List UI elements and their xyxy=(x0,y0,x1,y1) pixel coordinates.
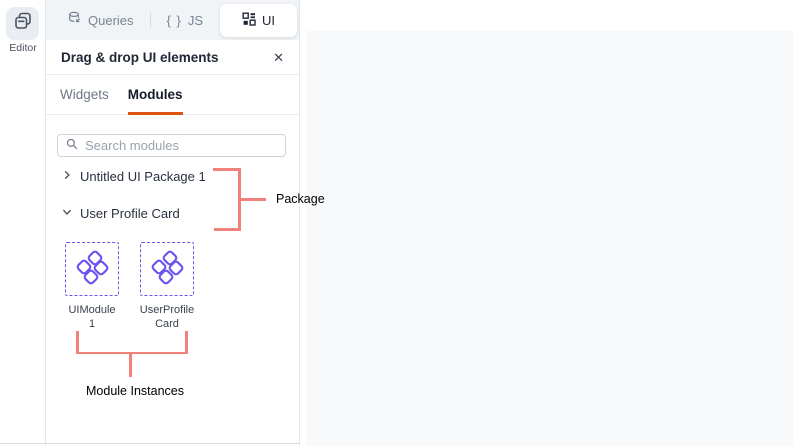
tab-ui-label: UI xyxy=(262,12,275,28)
tab-queries[interactable]: Queries xyxy=(60,11,141,29)
annotation-line xyxy=(214,228,241,231)
module-diamonds-icon xyxy=(74,249,110,290)
tab-js[interactable]: { } JS xyxy=(160,13,210,28)
left-rail: Editor xyxy=(0,0,46,446)
annotation-module-instances-label: Module Instances xyxy=(86,384,184,398)
canvas-region xyxy=(300,0,802,446)
pane-title: Drag & drop UI elements xyxy=(61,49,219,65)
tree-item-label: User Profile Card xyxy=(80,205,180,221)
search-box xyxy=(57,134,286,157)
canvas-drop-area[interactable] xyxy=(306,31,793,446)
tab-ui[interactable]: UI xyxy=(220,3,297,37)
editor-button[interactable] xyxy=(6,7,39,40)
module-diamonds-icon xyxy=(149,249,185,290)
grid-layout-icon xyxy=(242,12,256,29)
annotation-line xyxy=(76,331,79,354)
search-input[interactable] xyxy=(85,138,277,153)
annotation-package-label: Package xyxy=(276,192,325,206)
tree-item-user-profile-card[interactable]: User Profile Card xyxy=(62,204,180,222)
editor-label: Editor xyxy=(9,42,37,54)
editor-pages-icon xyxy=(13,11,33,36)
search-icon xyxy=(66,137,78,155)
tree-item-label: Untitled UI Package 1 xyxy=(80,168,206,184)
chevron-right-icon xyxy=(62,167,72,185)
database-icon xyxy=(67,11,82,29)
explorer-panel: Queries { } JS UI xyxy=(46,0,300,446)
annotation-line xyxy=(76,351,187,354)
annotation-line xyxy=(129,351,132,377)
segment-divider xyxy=(149,12,151,28)
close-icon[interactable]: ✕ xyxy=(273,49,284,65)
annotation-line xyxy=(185,331,188,354)
module-card-userprofilecard[interactable] xyxy=(140,242,194,296)
chevron-down-icon xyxy=(62,204,72,222)
panel-bottom-edge xyxy=(0,443,300,444)
tab-queries-label: Queries xyxy=(88,12,134,28)
module-card-label: UIModule 1 xyxy=(68,304,116,330)
module-card-uimodule1[interactable] xyxy=(65,242,119,296)
tab-js-label: JS xyxy=(187,12,203,28)
tab-modules[interactable]: Modules xyxy=(127,75,183,115)
pane-header: Drag & drop UI elements ✕ xyxy=(46,40,299,75)
annotation-line xyxy=(213,168,240,171)
tree-item-untitled-ui-package[interactable]: Untitled UI Package 1 xyxy=(62,167,206,185)
pane-tabs: Widgets Modules xyxy=(46,75,299,115)
annotation-line xyxy=(238,168,241,231)
editor-segment-bar: Queries { } JS UI xyxy=(46,0,299,40)
module-card-label: UserProfileCard xyxy=(139,304,195,330)
tab-widgets[interactable]: Widgets xyxy=(60,87,109,102)
annotation-line xyxy=(240,198,266,201)
braces-icon: { } xyxy=(166,12,182,28)
